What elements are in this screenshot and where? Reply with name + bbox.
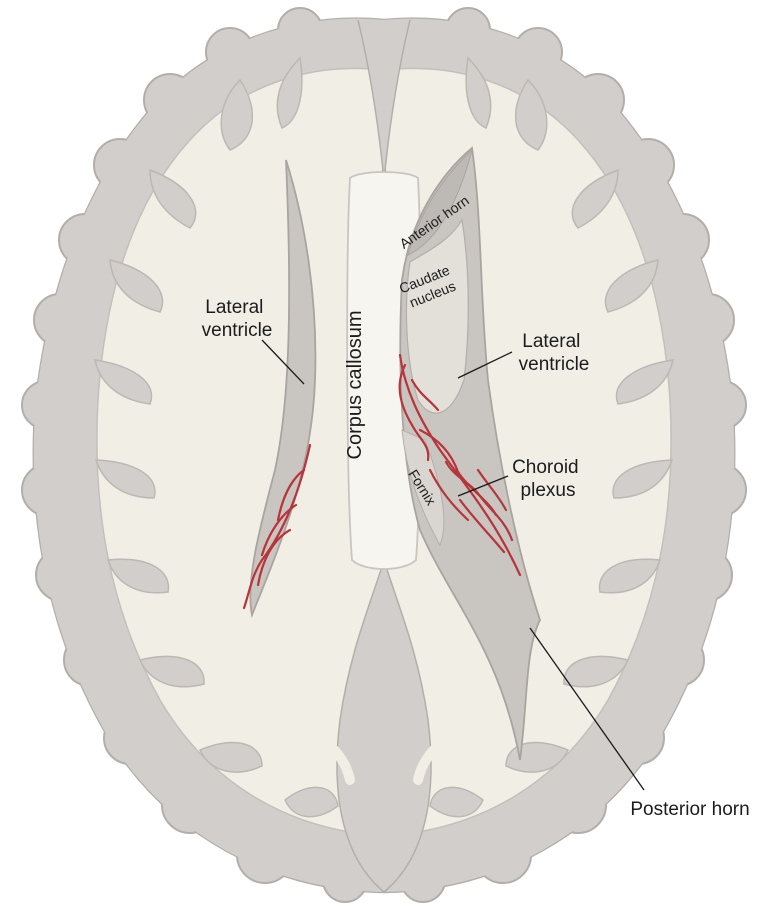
leader-posterior-horn: [529, 627, 645, 791]
left-lateral-ventricle: [249, 159, 317, 619]
label-posterior-horn: Posterior horn: [630, 799, 749, 820]
anterior-horn-region: [407, 148, 473, 256]
choroid-plexus-left: [242, 443, 312, 610]
label-lateral-ventricle-left: Lateral ventricle: [202, 297, 273, 341]
choroid-plexus-right: [398, 353, 522, 577]
corpus-callosum-body: [346, 171, 422, 570]
label-corpus-callosum: Corpus callosum: [344, 311, 366, 460]
sulci: [94, 56, 674, 818]
caudate-nucleus-region: [405, 218, 469, 414]
label-choroid-plexus: Choroid plexus: [512, 457, 584, 501]
leader-choroid-plexus: [457, 475, 509, 497]
leader-lateral-ventricle-left: [261, 339, 305, 385]
fornix-region: [401, 429, 445, 547]
label-lateral-ventricle-right: Lateral ventricle: [519, 331, 590, 375]
leader-lines: [261, 339, 645, 791]
leader-lateral-ventricle-right: [457, 351, 513, 379]
